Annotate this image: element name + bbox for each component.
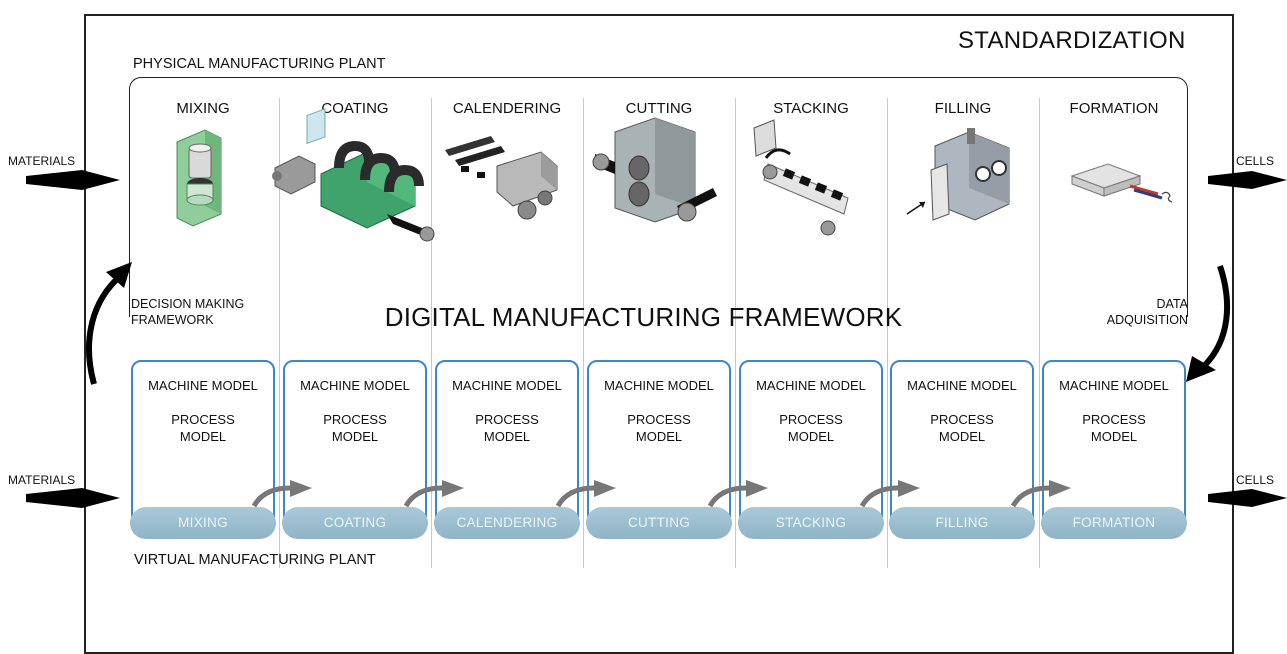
process-label: PROCESS [171, 412, 235, 427]
data-label-line1: DATA [1156, 297, 1188, 311]
model-label: MODEL [1090, 429, 1138, 444]
curved-arrow-up-icon [86, 262, 132, 385]
machine-model-label: MACHINE MODEL [300, 378, 410, 393]
stage-divider [1039, 98, 1040, 568]
model-label: MODEL [787, 429, 835, 444]
mixer-machine-icon [176, 129, 222, 227]
model-box-stacking: MACHINE MODEL PROCESS MODEL [739, 360, 883, 530]
stage-divider [279, 98, 280, 568]
model-box-calendering: MACHINE MODEL PROCESS MODEL [435, 360, 579, 530]
data-acquisition-label: DATA ADQUISITION [1082, 296, 1188, 328]
flow-arrow-icon [1010, 485, 1050, 508]
model-label: MODEL [483, 429, 531, 444]
stage-name-cutting: CUTTING [625, 100, 693, 117]
machine-model-label: MACHINE MODEL [907, 378, 1017, 393]
process-label: PROCESS [1082, 412, 1146, 427]
materials-input-label: MATERIALS [8, 154, 76, 168]
stacking-machine-icon [753, 119, 849, 236]
stage-pill-formation: FORMATION [1041, 507, 1187, 539]
process-label: PROCESS [779, 412, 843, 427]
stage-pill-coating: COATING [282, 507, 428, 539]
stage-divider [431, 98, 432, 568]
filling-chamber-icon [906, 128, 1010, 221]
machine-model-label: MACHINE MODEL [1059, 378, 1169, 393]
curved-arrow-down-icon [1186, 265, 1231, 382]
machine-model-label: MACHINE MODEL [756, 378, 866, 393]
stage-name-formation: FORMATION [1069, 100, 1159, 117]
model-box-cutting: MACHINE MODEL PROCESS MODEL [587, 360, 731, 530]
machine-model-label: MACHINE MODEL [148, 378, 258, 393]
stage-name-stacking: STACKING [773, 100, 849, 117]
diagram-title: STANDARDIZATION [958, 27, 1186, 54]
machine-model-label: MACHINE MODEL [452, 378, 562, 393]
decision-label-line2: FRAMEWORK [131, 313, 214, 327]
cutting-machine-icon [592, 117, 717, 223]
process-label: PROCESS [930, 412, 994, 427]
model-box-coating: MACHINE MODEL PROCESS MODEL [283, 360, 427, 530]
stage-name-coating: COATING [321, 100, 389, 117]
machine-model-label: MACHINE MODEL [604, 378, 714, 393]
stage-pill-filling: FILLING [889, 507, 1035, 539]
stage-divider [583, 98, 584, 568]
physical-plant-label: PHYSICAL MANUFACTURING PLANT [133, 56, 386, 72]
stage-name-filling: FILLING [934, 100, 992, 117]
flow-arrow-icon [403, 485, 443, 508]
process-label: PROCESS [323, 412, 387, 427]
virtual-plant-label: VIRTUAL MANUFACTURING PLANT [134, 552, 376, 568]
formation-cell-icon [1070, 163, 1173, 203]
model-label: MODEL [938, 429, 986, 444]
stage-pill-cutting: CUTTING [586, 507, 732, 539]
coating-machine-icon [272, 108, 435, 242]
stage-pill-calendering: CALENDERING [434, 507, 580, 539]
process-label: PROCESS [475, 412, 539, 427]
stage-divider [887, 98, 888, 568]
physical-plant-box [129, 77, 1188, 317]
stage-name-mixing: MIXING [176, 100, 230, 117]
flow-arrow-icon [555, 485, 595, 508]
stage-name-calendering: CALENDERING [452, 100, 562, 117]
stage-pill-stacking: STACKING [738, 507, 884, 539]
flow-arrows [26, 170, 1287, 508]
flow-arrow-icon [859, 485, 899, 508]
calender-roller-icon [445, 136, 558, 220]
model-box-filling: MACHINE MODEL PROCESS MODEL [890, 360, 1034, 530]
decision-label-line1: DECISION MAKING [131, 297, 245, 311]
flow-arrow-icon [707, 485, 747, 508]
data-label-line2: ADQUISITION [1106, 313, 1188, 327]
digital-framework-label: DIGITAL MANUFACTURING FRAMEWORK [384, 302, 903, 332]
decision-making-label: DECISION MAKING FRAMEWORK [131, 296, 244, 328]
model-box-formation: MACHINE MODEL PROCESS MODEL [1042, 360, 1186, 530]
cells-output-label: CELLS [1236, 473, 1275, 487]
flow-arrow-icon [251, 485, 291, 508]
model-label: MODEL [635, 429, 683, 444]
cells-output-label: CELLS [1236, 154, 1275, 168]
model-label: MODEL [179, 429, 227, 444]
process-label: PROCESS [627, 412, 691, 427]
stage-pill-mixing: MIXING [130, 507, 276, 539]
model-label: MODEL [331, 429, 379, 444]
materials-input-label: MATERIALS [8, 473, 76, 487]
stage-divider [735, 98, 736, 568]
